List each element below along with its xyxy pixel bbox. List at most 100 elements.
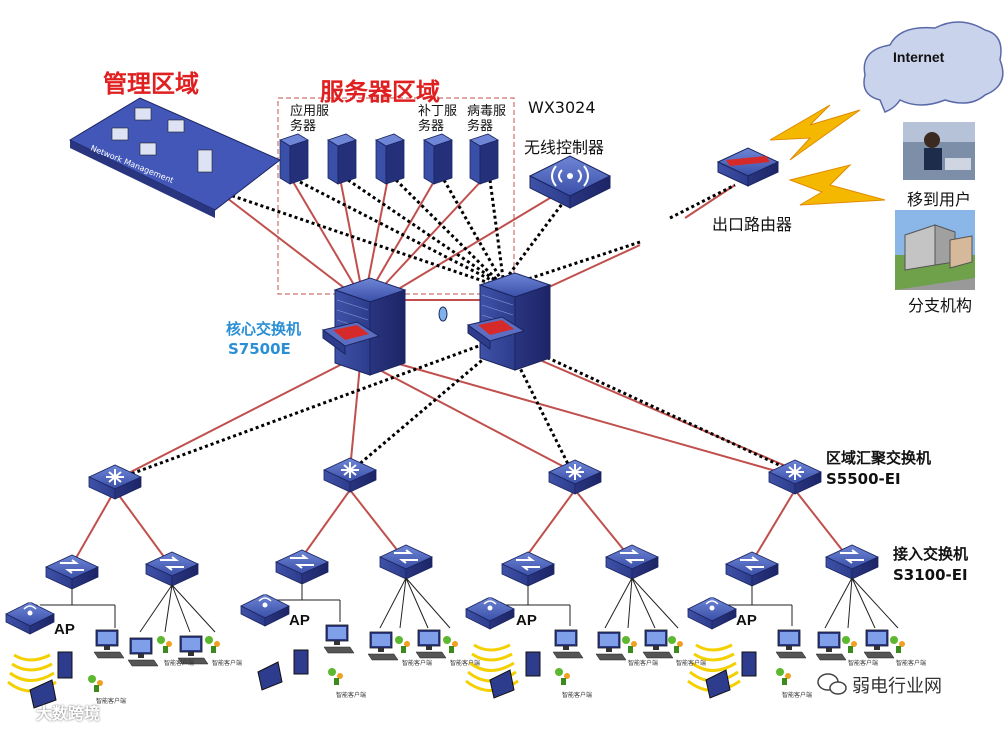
server-icon-2 xyxy=(327,133,357,185)
aggregation-switch-icon xyxy=(548,459,602,495)
watermark-left: 大数跨境 xyxy=(36,704,101,723)
link-aggregation-icon xyxy=(438,306,448,322)
server-group xyxy=(279,133,499,185)
smart-client-icon xyxy=(328,668,343,685)
pc-icon xyxy=(127,637,159,667)
app-server-icon xyxy=(279,133,309,185)
access-point-icon xyxy=(240,592,290,627)
laptop-icon xyxy=(29,679,57,709)
lightning-bolt-icon xyxy=(769,104,861,161)
management-zone-label: 管理区域 xyxy=(103,70,199,98)
client-label: 智能客户端 xyxy=(212,660,243,667)
access-switch-icon xyxy=(725,551,779,587)
tablet-icon xyxy=(741,651,757,677)
ap-label: AP xyxy=(289,612,310,629)
tablet-icon xyxy=(525,651,541,677)
pc-icon xyxy=(415,629,447,659)
patch-server-label: 补丁服 务器 xyxy=(418,104,457,134)
client-label: 智能客户端 xyxy=(402,660,433,667)
access-point-icon xyxy=(5,600,55,635)
ap-label: AP xyxy=(516,612,537,629)
client-label: 智能客户端 xyxy=(336,692,367,699)
wechat-logo-icon xyxy=(817,673,847,695)
smart-client-icon xyxy=(668,636,683,653)
app-server-label: 应用服 务器 xyxy=(290,104,329,134)
dashed-links xyxy=(119,178,791,480)
access-switch-icon xyxy=(45,554,99,590)
aggregation-switch-icon xyxy=(323,457,377,493)
smart-client-icon xyxy=(622,636,637,653)
access-switch-icon xyxy=(825,544,879,580)
smart-client-icon xyxy=(88,675,103,692)
pc-icon xyxy=(775,629,807,659)
smart-client-icon xyxy=(842,636,857,653)
egress-router-icon xyxy=(716,147,780,187)
client-label: 智能客户端 xyxy=(164,660,195,667)
access-switch-icon xyxy=(501,551,555,587)
laptop-icon xyxy=(489,669,515,699)
virus-server-label-line1: 病毒服 xyxy=(467,104,507,119)
patch-server-icon xyxy=(423,133,453,185)
access-point-icon xyxy=(465,595,515,630)
access-switch-model: S3100-EI xyxy=(893,566,968,584)
mobile-device-group xyxy=(29,649,757,709)
smart-client-icon xyxy=(395,636,410,653)
branch-label: 分支机构 xyxy=(908,296,973,315)
ap-label: AP xyxy=(54,621,75,638)
mobile-user-photo xyxy=(903,122,975,180)
pc-icon xyxy=(367,631,399,661)
core-switch-2-icon xyxy=(466,272,552,371)
aggregation-switch-label: 区域汇聚交换机 xyxy=(826,449,932,467)
client-label: 智能客户端 xyxy=(450,660,481,667)
client-label: 智能客户端 xyxy=(96,698,127,705)
app-server-label-line2: 务器 xyxy=(290,119,317,134)
network-management-platform: Network Management xyxy=(68,97,281,218)
egress-router-label: 出口路由器 xyxy=(712,215,793,234)
smart-client-icon xyxy=(157,636,172,653)
patch-server-label-line2: 务器 xyxy=(418,119,445,134)
tablet-icon xyxy=(57,651,73,679)
pc-icon xyxy=(323,624,355,654)
pc-icon xyxy=(552,629,584,659)
smart-client-icon xyxy=(443,636,458,653)
core-switch-1-icon xyxy=(321,277,407,376)
smart-client-icon xyxy=(205,636,220,653)
access-switch-icon xyxy=(145,551,199,587)
wireless-controller-name: 无线控制器 xyxy=(524,138,605,157)
virus-server-icon xyxy=(469,133,499,185)
client-label: 智能客户端 xyxy=(562,692,593,699)
server-icon-3 xyxy=(375,133,405,185)
virus-server-label: 病毒服 务器 xyxy=(467,104,506,134)
client-label: 智能客户端 xyxy=(628,660,659,667)
pc-icon xyxy=(642,629,674,659)
solid-links xyxy=(71,177,851,566)
virus-server-label-line2: 务器 xyxy=(467,119,494,134)
wireless-controller-model: WX3024 xyxy=(528,98,596,117)
patch-server-label-line1: 补丁服 xyxy=(418,104,458,119)
wifi-signal-icon xyxy=(7,643,741,693)
client-label: 智能客户端 xyxy=(848,660,879,667)
laptop-icon xyxy=(257,661,283,691)
pc-icon xyxy=(815,631,847,661)
access-switch-label: 接入交换机 xyxy=(893,545,969,563)
access-switch-icon xyxy=(605,544,659,580)
internet-cloud-icon xyxy=(863,21,1004,113)
client-label: 智能客户端 xyxy=(896,660,927,667)
laptop-icon xyxy=(705,669,731,699)
core-switch-model: S7500E xyxy=(228,340,291,358)
tablet-icon xyxy=(293,649,309,675)
mobile-users-label: 移到用户 xyxy=(907,190,972,209)
wireless-controller-icon xyxy=(528,155,612,209)
branch-office-photo xyxy=(895,210,975,290)
aggregation-switch-model: S5500-EI xyxy=(826,470,901,488)
pc-icon xyxy=(93,629,125,659)
pc-icon xyxy=(595,631,627,661)
ap-label: AP xyxy=(736,612,757,629)
server-zone-label: 服务器区域 xyxy=(320,78,440,106)
core-switch-label: 核心交换机 xyxy=(226,320,302,338)
smart-client-icon xyxy=(776,668,791,685)
internet-label: Internet xyxy=(893,49,945,65)
app-server-label-line1: 应用服 xyxy=(290,104,330,119)
pc-icon xyxy=(863,629,895,659)
